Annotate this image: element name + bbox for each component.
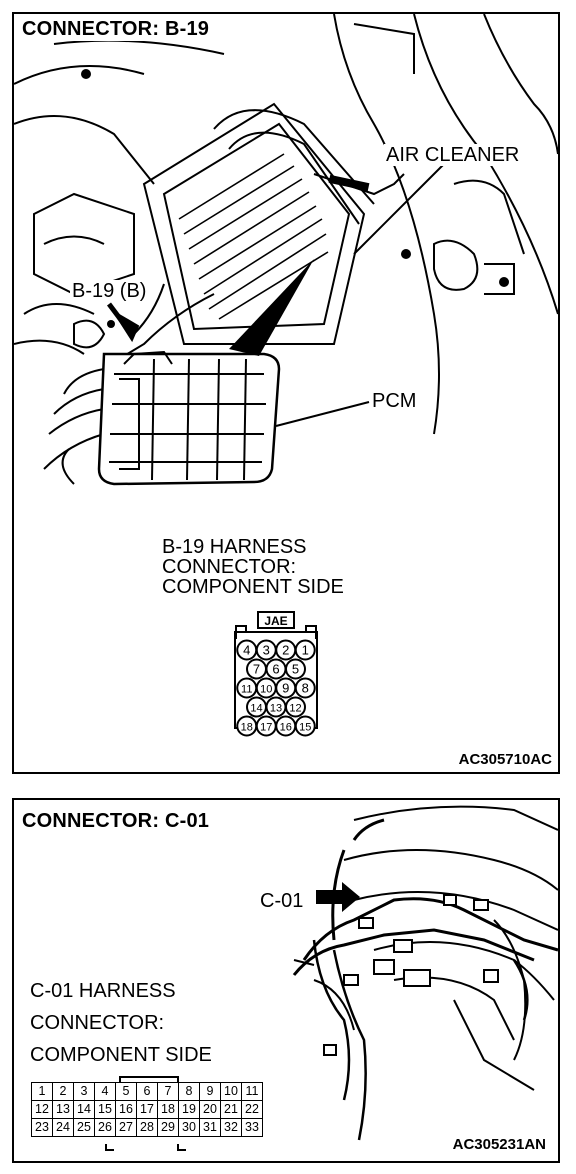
pin-cell: 9 [199, 1082, 221, 1101]
pin-number: 7 [253, 662, 260, 677]
dashboard-illustration [292, 805, 558, 1141]
pin-number: 14 [250, 703, 262, 715]
pin-number: 18 [241, 722, 253, 734]
harness-label-line3: COMPONENT SIDE [162, 576, 344, 598]
pin-number: 13 [270, 703, 282, 715]
harness-label-line3: COMPONENT SIDE [30, 1044, 212, 1066]
connector-c01-panel: CONNECTOR: C-01 C-01 C-01 HARNESS CONNEC… [12, 798, 560, 1163]
pin-number: 8 [302, 681, 309, 696]
pin-number: 16 [280, 722, 292, 734]
pin-number: 9 [282, 681, 289, 696]
pin-cell: 7 [157, 1082, 179, 1101]
c01-connector-tabs [105, 1076, 186, 1151]
figure-code: AC305231AN [452, 1136, 546, 1153]
pin-outline [294, 639, 316, 661]
harness-label-line2: CONNECTOR: [162, 556, 297, 578]
pin-cell: 15 [94, 1100, 116, 1119]
pcm-label: PCM [370, 390, 419, 412]
harness-label-line1: C-01 HARNESS [30, 980, 176, 1002]
pin-number: 10 [260, 684, 272, 696]
pin-cell: 18 [157, 1100, 179, 1119]
pin-cell: 4 [94, 1082, 116, 1101]
pin-cell: 10 [220, 1082, 242, 1101]
air-cleaner-label: AIR CLEANER [384, 144, 522, 166]
pin-number: 1 [302, 643, 309, 658]
pin-cell: 17 [136, 1100, 158, 1119]
connector-c01-callout: C-01 [258, 890, 306, 912]
pin-cell: 21 [220, 1100, 242, 1119]
pin-number: 6 [272, 662, 279, 677]
pin-cell: 30 [178, 1118, 200, 1137]
pin-outline [294, 677, 316, 699]
pin-cell: 11 [241, 1082, 263, 1101]
pin-cell: 2 [52, 1082, 74, 1101]
pin-cell: 5 [115, 1082, 137, 1101]
pin-cell: 16 [115, 1100, 137, 1119]
pin-number: 3 [263, 643, 270, 658]
pin-cell: 29 [157, 1118, 179, 1137]
jae-tag: JAE [264, 614, 287, 628]
panel-title: CONNECTOR: B-19 [20, 18, 212, 41]
pin-cell: 28 [136, 1118, 158, 1137]
harness-label-line1: B-19 HARNESS [162, 536, 307, 558]
pin-cell: 22 [241, 1100, 263, 1119]
pin-cell: 6 [136, 1082, 158, 1101]
pin-cell: 8 [178, 1082, 200, 1101]
pin-number: 2 [282, 643, 289, 658]
pin-cell: 27 [115, 1118, 137, 1137]
pin-number: 4 [243, 643, 250, 658]
pin-cell: 31 [199, 1118, 221, 1137]
figure-code: AC305710AC [458, 751, 552, 768]
connector-b19-callout: B-19 (B) [70, 280, 149, 302]
pin-cell: 1 [31, 1082, 53, 1101]
pin-cell: 14 [73, 1100, 95, 1119]
pin-cell: 19 [178, 1100, 200, 1119]
pin-cell: 32 [220, 1118, 242, 1137]
harness-label-line2: CONNECTOR: [30, 1012, 165, 1034]
pin-outline [285, 658, 306, 680]
connector-b19-panel: CONNECTOR: B-19 AIR CLEANER B-19 (B) PCM… [12, 12, 560, 774]
pin-cell: 26 [94, 1118, 116, 1137]
pin-outline [294, 715, 316, 737]
pin-number: 5 [292, 662, 299, 677]
pin-cell: 25 [73, 1118, 95, 1137]
pin-number: 17 [260, 722, 272, 734]
pin-cell: 24 [52, 1118, 74, 1137]
pin-cell: 20 [199, 1100, 221, 1119]
pin-outline [285, 696, 306, 718]
pin-cell: 23 [31, 1118, 53, 1137]
panel-title: CONNECTOR: C-01 [20, 810, 212, 833]
engine-bay-illustration [14, 14, 558, 486]
pin-cell: 33 [241, 1118, 263, 1137]
pin-cell: 3 [73, 1082, 95, 1101]
pin-number: 12 [289, 703, 301, 715]
pin-number: 15 [299, 722, 311, 734]
pin-cell: 12 [31, 1100, 53, 1119]
pin-number: 11 [241, 684, 252, 696]
pin-cell: 13 [52, 1100, 74, 1119]
